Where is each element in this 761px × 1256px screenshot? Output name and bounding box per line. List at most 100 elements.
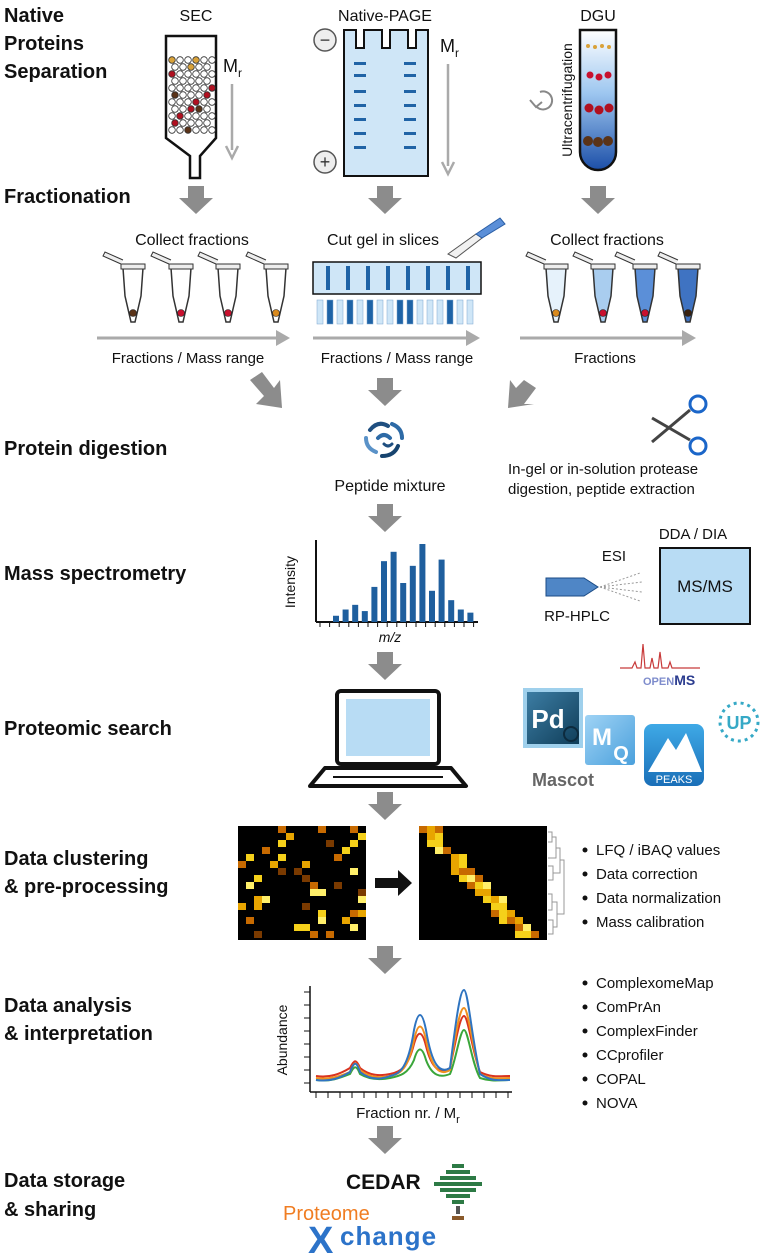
arrow-down-icon: [368, 378, 402, 406]
tubes-left: [102, 251, 289, 323]
fractions-axis-right: Fractions: [574, 350, 636, 367]
spectrum-bar: [457, 609, 464, 622]
step-proteomic-search: Proteomic search: [4, 718, 172, 740]
step-analysis-line1: Data analysis: [4, 995, 132, 1017]
anode-plus: +: [320, 152, 331, 172]
step-fractionation: Fractionation: [4, 186, 131, 208]
peptide-mixture-label: Peptide mixture: [334, 478, 445, 495]
collect-fractions-right: Collect fractions: [550, 232, 664, 249]
openms-logo: OPENMS: [620, 643, 700, 688]
arrow-down-icon: [368, 186, 402, 214]
spectrum-bar: [390, 551, 397, 622]
spectrum-bar: [352, 604, 359, 622]
tool-6: NOVA: [596, 1095, 637, 1112]
spectrum-bar: [333, 615, 339, 622]
esi-label: ESI: [602, 548, 626, 565]
trace-red: [315, 1014, 511, 1078]
dgu-tube: DGU Ultracentrifugation: [529, 8, 618, 172]
mascot-logo: Mascot: [532, 770, 594, 790]
arrow-down-icon: [368, 1126, 402, 1154]
search-engine-logos: Pd M Q Mascot PEAKS OPENMS UP: [523, 643, 760, 790]
msms-label: MS/MS: [677, 577, 733, 596]
fractions-axis-left: Fractions / Mass range: [112, 350, 265, 367]
trace-orange: [315, 1006, 511, 1080]
spectrum-bar: [467, 612, 474, 622]
protease-line1: In-gel or in-solution protease: [508, 461, 698, 478]
trace-blue: [315, 988, 511, 1082]
ms-spectrum: Intensity m/z: [282, 540, 478, 645]
arrow-down-icon: [368, 792, 402, 820]
maxquant-logo: M Q: [585, 715, 635, 765]
step-separation-line2: Proteins: [4, 33, 84, 55]
heatmap-cells-raw: [238, 826, 366, 938]
svg-text:M: M: [592, 724, 612, 751]
tool-4: CCprofiler: [596, 1047, 664, 1064]
arrows-to-digestion: [250, 372, 536, 408]
spectrum-xlabel: m/z: [379, 629, 402, 645]
laptop-icon: [308, 689, 468, 788]
abundance-ticks: [304, 991, 509, 1098]
step-digestion: Protein digestion: [4, 438, 167, 460]
dgu-bands: [583, 44, 614, 147]
arrow-down-icon: [368, 946, 402, 974]
arrows-to-fractionation: [179, 186, 615, 214]
peptide-icon: [364, 421, 404, 458]
up-logo: UP: [718, 701, 760, 743]
step-separation-line1: Native: [4, 5, 64, 27]
heatmap-raw: [238, 826, 366, 940]
tool-2: ComPrAn: [596, 999, 661, 1016]
native-page-gel: Native-PAGE − + Mr: [313, 8, 459, 177]
emitter-needle-icon: [545, 572, 643, 602]
svg-text:UP: UP: [726, 713, 751, 733]
peaks-logo: PEAKS: [644, 724, 704, 786]
page-mr-label: Mr: [440, 36, 459, 60]
arrow-diagonal-icon: [508, 380, 536, 408]
sec-column: SEC Mr: [164, 8, 242, 180]
arrow-down-icon: [179, 186, 213, 214]
clustering-list: LFQ / iBAQ values Data correction Data n…: [582, 842, 721, 931]
step-analysis-line2: & interpretation: [4, 1023, 153, 1045]
proteomexchange-logo: Proteome X change: [283, 1203, 436, 1256]
ultracentrifugation-label: Ultracentrifugation: [559, 43, 575, 157]
svg-text:Proteome: Proteome: [283, 1203, 370, 1225]
svg-text:Q: Q: [613, 743, 629, 765]
clustering-item-4: Mass calibration: [596, 914, 704, 931]
dda-dia-label: DDA / DIA: [659, 526, 727, 543]
clustering-item-2: Data correction: [596, 866, 698, 883]
analysis-tools-list: ComplexomeMap ComPrAn ComplexFinder CCpr…: [582, 975, 714, 1112]
heatmap-cells-clustered: [419, 826, 539, 938]
cedar-tree-icon: [434, 1164, 482, 1220]
svg-text:Pd: Pd: [531, 704, 564, 734]
fractionation-panel: Collect fractions Cut gel in slices Coll…: [97, 217, 701, 367]
spectrum-bar: [371, 586, 378, 622]
dgu-label: DGU: [580, 8, 616, 25]
abundance-plot: Abundance Fraction nr. / Mr: [274, 986, 512, 1126]
digestion-panel: Peptide mixture In-gel or in-solution pr…: [334, 394, 708, 498]
spectrum-ylabel: Intensity: [282, 556, 298, 608]
scalpel-icon: [447, 217, 506, 259]
step-separation-line3: Separation: [4, 61, 107, 83]
collect-fractions-left: Collect fractions: [135, 232, 249, 249]
clustering-item-3: Data normalization: [596, 890, 721, 907]
sec-label: SEC: [180, 8, 213, 25]
scissors-icon: [651, 394, 708, 456]
step-clustering-line2: & pre-processing: [4, 876, 168, 898]
clustering-item-1: LFQ / iBAQ values: [596, 842, 720, 859]
spectrum-bar: [429, 590, 435, 622]
trace-green: [315, 1028, 511, 1082]
step-clustering-line1: Data clustering: [4, 848, 148, 870]
proteome-discoverer-logo: Pd: [523, 688, 583, 748]
step-mass-spectrometry: Mass spectrometry: [4, 563, 187, 585]
spectrum-bar: [400, 583, 407, 622]
tubes-right: [525, 251, 701, 323]
gel-bands: [354, 62, 416, 149]
sec-beads: [168, 56, 216, 134]
arrow-down-icon: [581, 186, 615, 214]
spectrum-bar: [342, 609, 349, 622]
step-storage-line1: Data storage: [4, 1170, 125, 1192]
spectrum-bar: [419, 544, 426, 622]
protease-line2: digestion, peptide extraction: [508, 481, 695, 498]
heatmap-clustered: [419, 826, 565, 940]
native-page-label: Native-PAGE: [338, 8, 432, 25]
arrow-right-icon: [375, 870, 412, 896]
